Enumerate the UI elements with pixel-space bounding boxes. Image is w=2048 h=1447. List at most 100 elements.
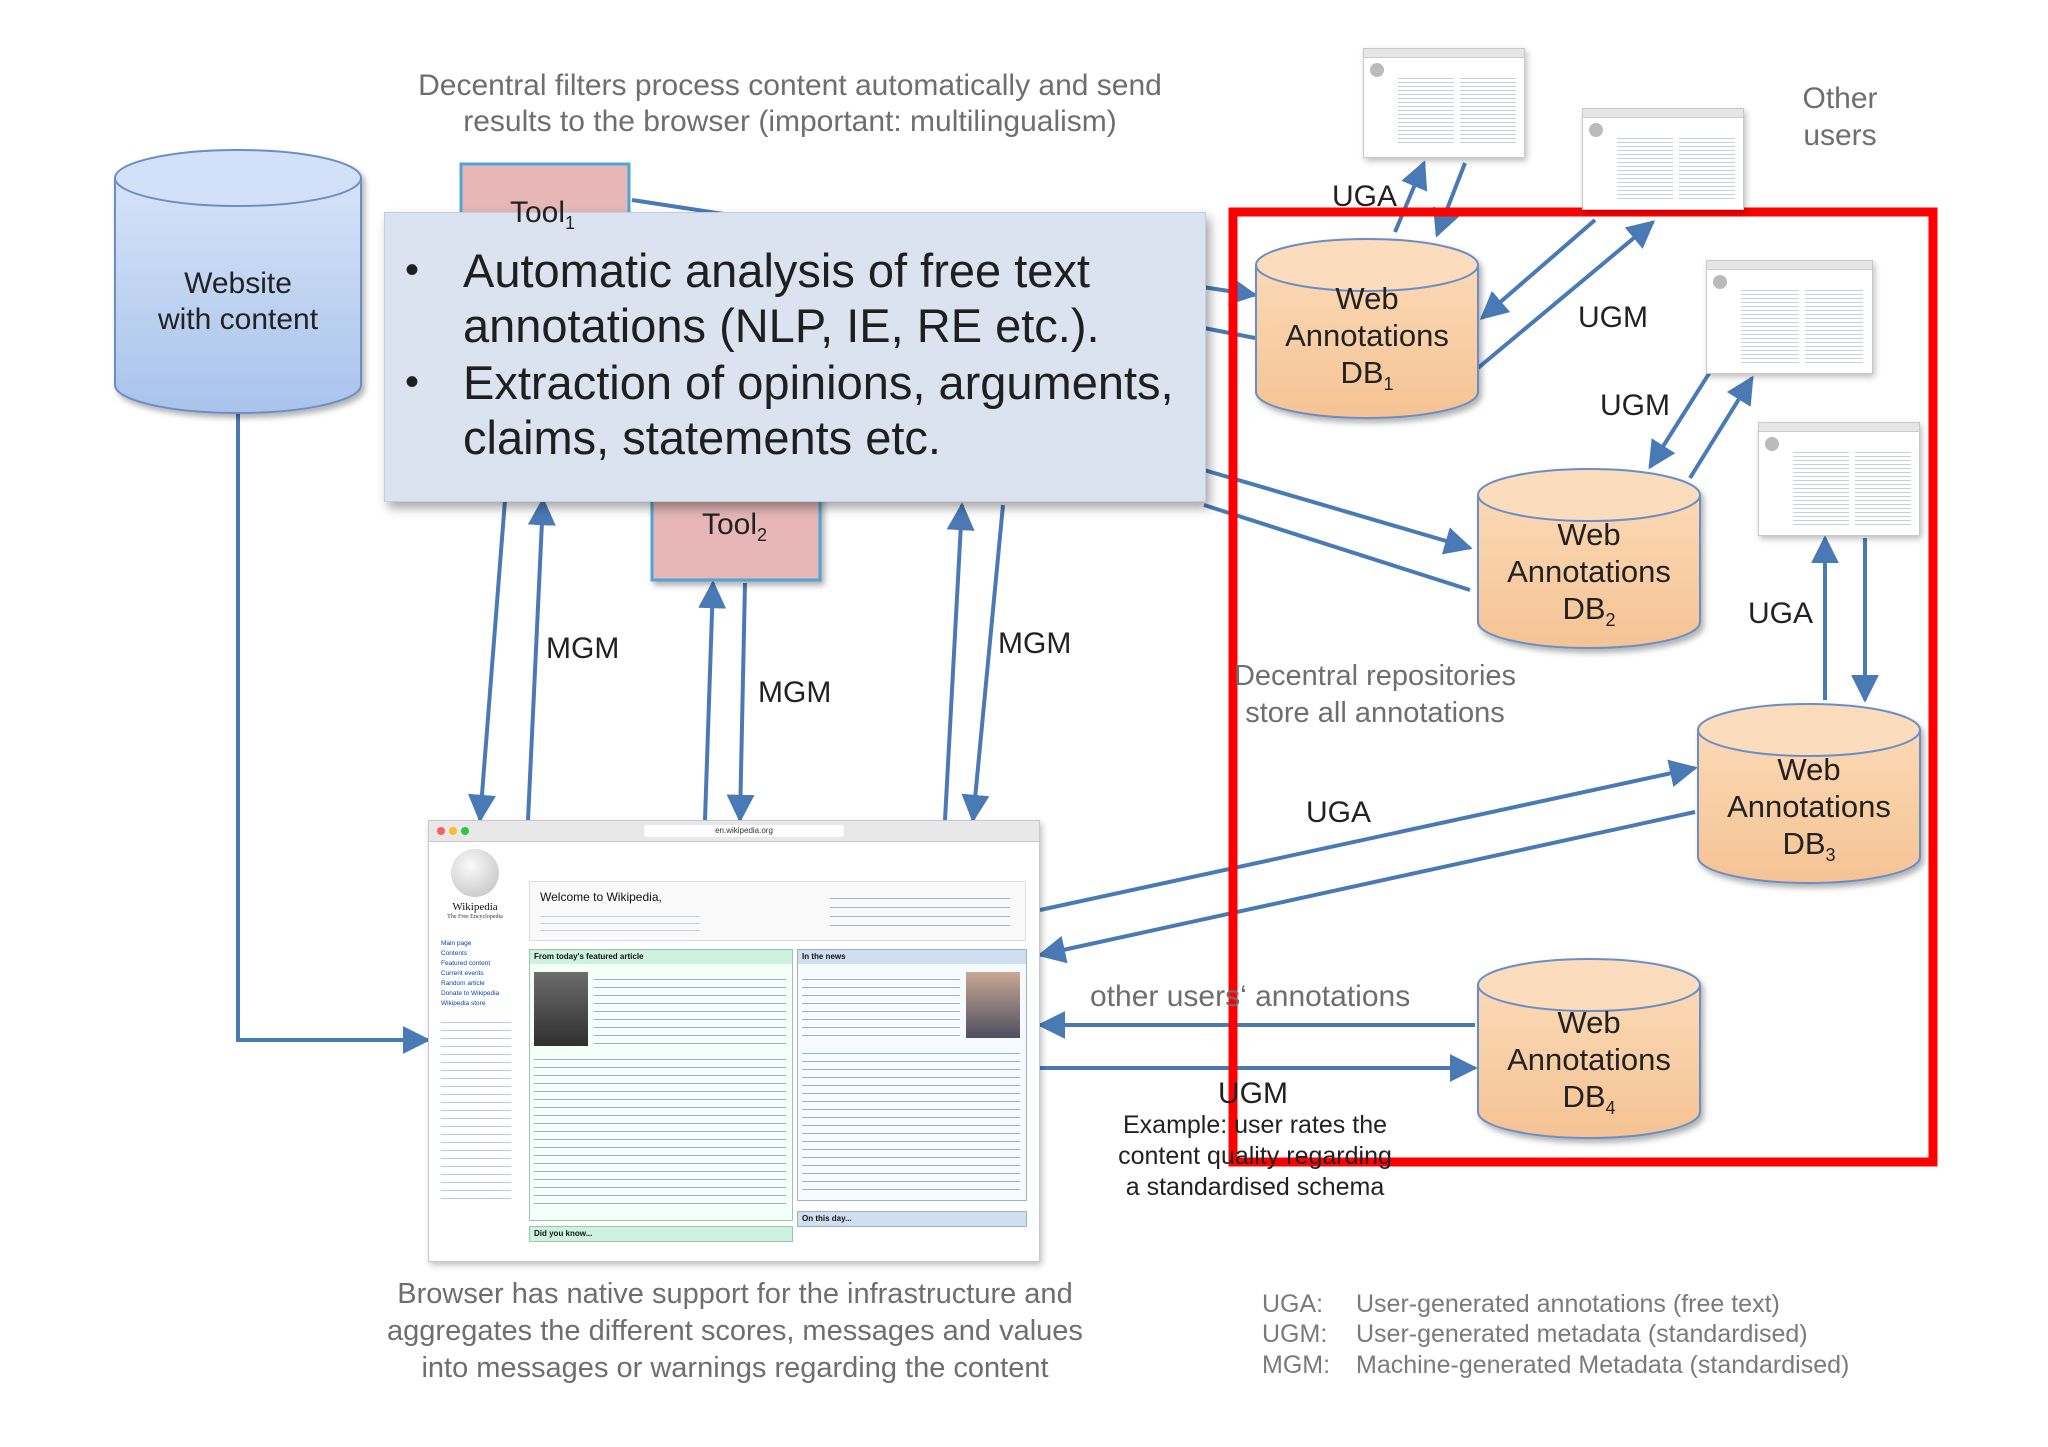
wiki-welcome-box: Welcome to Wikipedia, [529,881,1026,941]
user-screenshot-2 [1582,108,1744,210]
callout-item: Extraction of opinions, arguments, claim… [405,355,1195,465]
db1-label-line-3: DB1 [1256,354,1478,403]
arrow-mgm-3a [943,502,975,821]
repositories-line-2: store all annotations [1245,697,1505,729]
repositories-line-1: Decentral repositories [1233,660,1517,692]
user-screenshot-1 [1363,48,1525,158]
ugm-label-db1: UGM [1578,301,1648,334]
wiki-logo-text: Wikipedia [452,901,498,913]
filters-line-1: Decentral filters process content automa… [418,69,1162,102]
arrow-uga-db1-down [1433,162,1467,238]
db1-label-db: DB [1340,355,1384,390]
wiki-nav-item[interactable]: Featured content [441,960,491,967]
website-label-line-2: with content [157,303,319,336]
callout-list: Automatic analysis of free text annotati… [405,243,1195,467]
browser-toolbar: en.wikipedia.org [429,821,1039,842]
db2-label-line-3: DB2 [1478,590,1700,639]
wiki-featured-header: From today's featured article [530,950,792,964]
example-line-3: a standardised schema [1125,1173,1385,1201]
legend-abbr: UGM: [1262,1320,1328,1348]
user-screenshot-4 [1758,422,1920,536]
db2-label-line-1: Web [1557,517,1621,552]
example-line-1: Example: user rates the [1122,1111,1387,1139]
uga-label-db1: UGA [1332,180,1398,213]
wiki-welcome-title: Welcome to Wikipedia, [540,890,662,904]
repositories-text: Decentral repositories store all annotat… [1200,658,1550,732]
user-screenshot-3 [1706,260,1873,374]
db3-label-line-3: DB3 [1698,825,1920,874]
arrow-mgm-2a [698,580,727,821]
db4-label-line-2: Annotations [1507,1042,1671,1077]
other-users-line-1: Other [1802,82,1878,115]
tool2-label: Tool2 [702,508,767,546]
example-text: Example: user rates the content quality … [1070,1110,1440,1203]
arrow-mgm-1a [468,499,507,823]
wiki-nav-item[interactable]: Donate to Wikipedia [441,990,500,997]
wiki-tagline: The Free Encyclopedia [447,914,503,920]
browser-caption: Browser has native support for the infra… [340,1276,1130,1387]
browser-caption-line-3: into messages or warnings regarding the … [421,1352,1049,1384]
wiki-news-panel: In the news [797,949,1027,1201]
website-label: Website with content [125,266,351,338]
wiki-onthisday-header: On this day... [797,1211,1027,1227]
callout-box: Automatic analysis of free text annotati… [384,212,1206,502]
legend-abbr: UGA: [1262,1290,1324,1318]
ugm-label-db4: UGM [1218,1077,1288,1110]
other-users-label: Other users [1770,80,1910,154]
tool1-subscript: 1 [565,213,576,233]
wiki-logo-globe-icon [451,849,499,897]
arrows [236,160,1879,1082]
db4-label-line-3: DB4 [1478,1078,1700,1127]
tool1-label: Tool1 [510,196,575,234]
db1-label-line-1: Web [1335,281,1399,316]
highlight-box [1228,207,1938,1167]
wiki-nav-item[interactable]: Main page [441,940,472,947]
wiki-news-header: In the news [798,950,1026,964]
filters-description: Decentral filters process content automa… [380,68,1200,140]
uga-label-browser: UGA [1306,796,1372,829]
legend-desc: Machine-generated Metadata (standardised… [1356,1351,1850,1379]
db1-label: Web Annotations DB1 [1256,280,1478,403]
legend-abbr: MGM: [1262,1351,1331,1379]
db4-label-line-1: Web [1557,1005,1621,1040]
wiki-nav-item[interactable]: Current events [441,970,484,977]
db4-subscript: 4 [1605,1098,1616,1119]
db3-subscript: 3 [1825,845,1836,866]
uga-label-db3: UGA [1748,597,1814,630]
arrow-mgm-2b [726,582,755,823]
legend-row-mgm: MGM: Machine-generated Metadata (standard… [1262,1351,1849,1380]
db3-label-line-1: Web [1777,752,1841,787]
wiki-nav-item[interactable]: Wikipedia store [441,1000,486,1007]
legend-desc: User-generated annotations (free text) [1356,1290,1780,1318]
news-portrait-image [966,972,1020,1038]
arrow-ugm-db2-b [1688,375,1754,480]
db3-label-line-2: Annotations [1727,789,1891,824]
arrow-ugm-db1-b [1476,220,1656,370]
legend-row-ugm: UGM:User-generated metadata (standardise… [1262,1320,1808,1349]
db2-label: Web Annotations DB2 [1478,516,1700,639]
wiki-nav-item[interactable]: Contents [441,950,468,957]
arrow-uga-browser-db3 [1039,759,1698,912]
db4-label: Web Annotations DB4 [1478,1004,1700,1127]
wiki-didyouknow-header: Did you know... [529,1226,793,1242]
arrow-mgm-1b [526,497,556,821]
featured-portrait-image [534,972,588,1046]
db3-label: Web Annotations DB3 [1698,751,1920,874]
mgm-label-1: MGM [546,632,620,665]
db3-cylinder-icon [1697,703,1921,884]
wiki-nav-item[interactable]: Random article [441,980,485,987]
arrow-ugm-db2-a [1648,370,1712,470]
db4-cylinder-icon [1477,958,1701,1139]
db2-label-line-2: Annotations [1507,554,1671,589]
website-database-icon [114,149,362,414]
ugm-label-db2: UGM [1600,389,1670,422]
window-max-dot [461,827,469,835]
db1-subscript: 1 [1383,374,1394,395]
browser-window: en.wikipedia.org Wikipedia The Free Ency… [428,820,1040,1262]
callout-item: Automatic analysis of free text annotati… [405,243,1195,353]
db1-cylinder-icon [1255,238,1479,419]
browser-caption-line-1: Browser has native support for the infra… [397,1278,1073,1310]
legend-row-uga: UGA: User-generated annotations (free tex… [1262,1290,1780,1319]
arrow-website-to-browser [236,405,431,1054]
